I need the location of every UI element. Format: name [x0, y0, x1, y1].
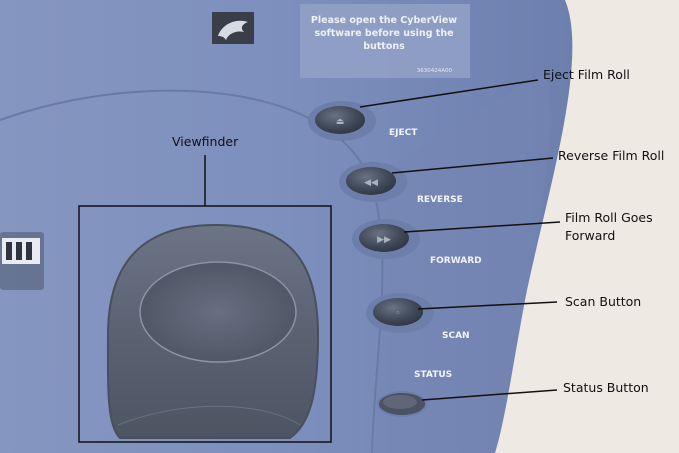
- eject-label: EJECT: [389, 128, 418, 138]
- reverse-label: REVERSE: [417, 195, 463, 205]
- side-display: [0, 232, 44, 290]
- forward-button[interactable]: ▶▶: [352, 219, 420, 259]
- fast-forward-icon: ▶▶: [377, 235, 391, 245]
- scan-symbol-icon: ◦: [395, 309, 400, 319]
- forward-callout-line-2: Forward: [565, 228, 615, 243]
- scan-button[interactable]: ◦: [366, 293, 434, 333]
- scan-callout: Scan Button: [565, 294, 641, 309]
- sticker-line-1: Please open the CyberView: [311, 15, 457, 26]
- rewind-icon: ◀◀: [364, 178, 378, 188]
- eject-button[interactable]: ⏏: [308, 101, 376, 141]
- status-label: STATUS: [414, 370, 452, 380]
- status-callout: Status Button: [563, 380, 649, 395]
- sticker-line-3: buttons: [363, 41, 405, 52]
- front-panel-edge: [0, 89, 384, 453]
- scan-pointer-line: [417, 301, 558, 310]
- eject-callout: Eject Film Roll: [543, 67, 630, 82]
- eject-pointer-line: [359, 79, 539, 108]
- status-pointer-line: [421, 389, 558, 401]
- forward-label: FORWARD: [430, 256, 482, 266]
- reverse-button[interactable]: ◀◀: [339, 162, 407, 202]
- viewfinder-callout: Viewfinder: [172, 134, 239, 149]
- dolphin-icon: [212, 12, 254, 44]
- sticker-line-2: software before using the: [314, 28, 453, 39]
- sticker-code: 3630424A00: [417, 68, 453, 74]
- reverse-pointer-line: [391, 157, 554, 174]
- scan-label: SCAN: [442, 331, 470, 341]
- forward-pointer-line: [403, 221, 561, 233]
- status-button[interactable]: [377, 391, 427, 417]
- reverse-callout: Reverse Film Roll: [558, 148, 664, 163]
- viewfinder-window: [106, 223, 320, 439]
- front-panel-shade: [372, 70, 551, 453]
- instruction-sticker: Please open the CyberView software befor…: [300, 4, 470, 78]
- forward-callout-line-1: Film Roll Goes: [565, 210, 653, 225]
- eject-symbol-icon: ⏏: [336, 117, 345, 127]
